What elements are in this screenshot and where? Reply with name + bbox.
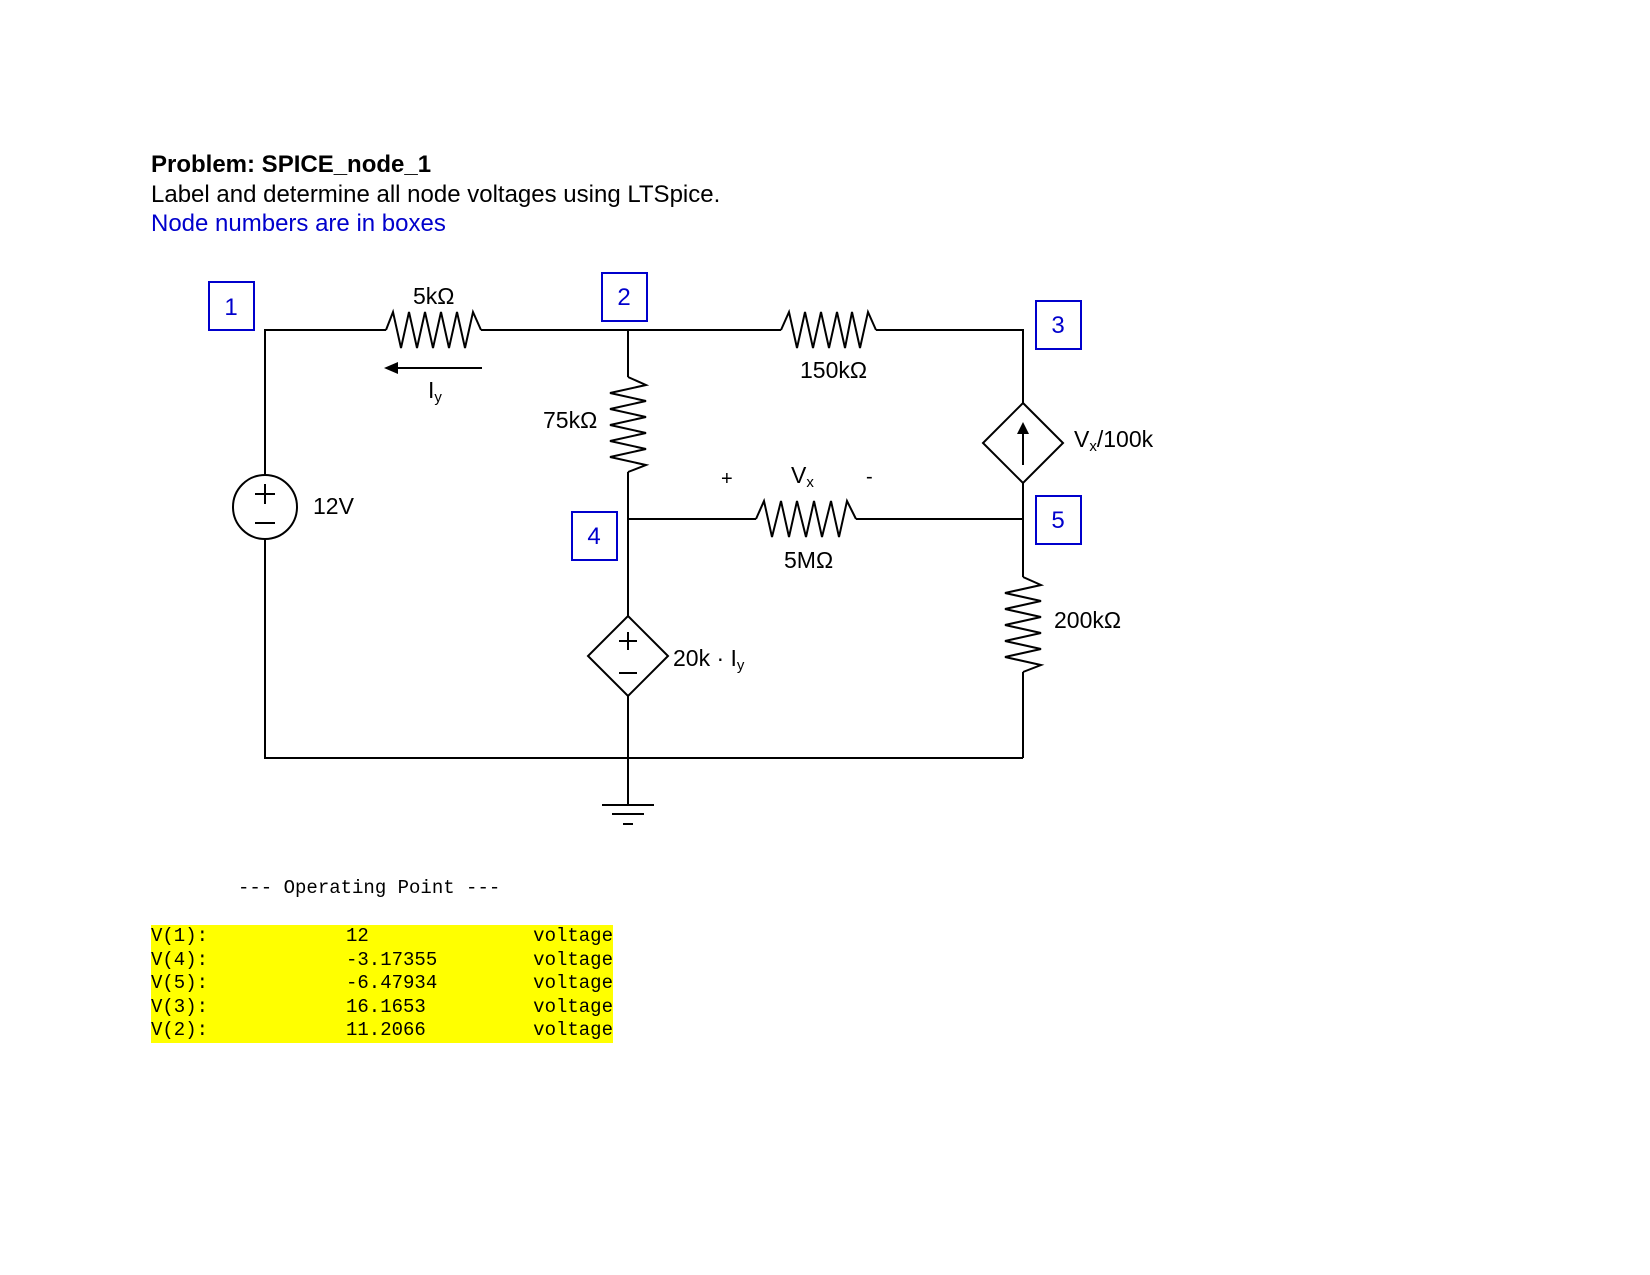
wires [264,329,1024,805]
node-box-3 [1035,300,1082,350]
wire-source-to-ground-rail [264,540,1023,759]
table-row: V(5): -6.47934 voltage [151,972,613,996]
node-value-cell: -6.47934 [346,972,438,995]
node-name-cell: V(2): [151,1019,209,1042]
circuit-diagram: 1 2 3 4 5 5kΩ 150kΩ 75kΩ 5MΩ 200kΩ 12V 2… [208,272,1154,825]
label-vx: Vx [791,462,814,491]
vccs-gain-text: V [1074,426,1090,452]
node-type-cell: voltage [533,925,613,947]
node-boxes [208,272,1082,561]
node-box-1 [208,281,255,331]
node-type-cell: voltage [533,972,613,995]
node-numbering-note: Node numbers are in boxes [151,210,446,237]
table-row: V(4): -3.17355 voltage [151,949,613,973]
ccvs-gain-subscript: y [737,657,745,674]
node-value-cell: -3.17355 [346,948,438,971]
table-row: V(1): 12 voltage [151,925,613,949]
problem-instructions: Label and determine all node voltages us… [151,181,721,208]
vx-plus-sign: + [721,468,733,490]
node-name-cell: V(1): [151,925,209,947]
node-label-3: 3 [1051,312,1064,339]
resistor-150k [780,308,877,349]
voltage-source-12v [232,474,298,540]
current-iy-subscript: y [434,389,442,406]
ground-symbol [602,804,654,825]
node-value-cell: 11.2066 [346,1019,426,1042]
label-12v: 12V [313,493,355,519]
node-box-5 [1035,495,1082,545]
dependent-current-source [981,401,1065,485]
resistor-5M [755,497,857,538]
label-75k: 75kΩ [543,407,597,433]
wire-150k-to-node3 [876,329,1024,403]
left-arrow-icon [384,362,398,374]
resistor-200k [1004,576,1045,673]
node-label-5: 5 [1051,507,1064,534]
node-type-cell: voltage [533,1019,613,1042]
label-current-iy: Iy [428,377,442,406]
wire-node1-to-5k [264,329,386,507]
node-label-1: 1 [224,294,237,321]
label-vccs: Vx/100k [1074,426,1154,455]
node-box-2 [601,272,648,322]
node-type-cell: voltage [533,948,613,971]
operating-point-table: V(1): 12 voltage V(4): -3.17355 voltage … [151,925,613,1043]
vx-minus-sign: - [866,466,873,488]
node-label-4: 4 [587,523,600,550]
operating-point-header: --- Operating Point --- [238,877,501,899]
label-5k: 5kΩ [413,283,455,309]
resistor-5k [385,308,482,349]
table-row: V(3): 16.1653 voltage [151,996,613,1020]
label-200k: 200kΩ [1054,607,1121,633]
vccs-gain-tail: /100k [1097,426,1154,452]
vx-text: V [791,462,807,488]
table-row: V(2): 11.2066 voltage [151,1019,613,1043]
ccvs-gain-text: 20k · I [673,645,737,671]
node-box-4 [571,511,618,561]
label-150k: 150kΩ [800,357,867,383]
node-value-cell: 12 [346,925,369,947]
node-value-cell: 16.1653 [346,995,426,1018]
problem-title: Problem: SPICE_node_1 [151,151,432,178]
vx-subscript: x [806,474,814,491]
vccs-gain-subscript: x [1089,438,1097,455]
node-label-2: 2 [617,284,630,311]
dependent-voltage-source [586,614,670,698]
label-ccvs: 20k · Iy [673,645,745,674]
node-name-cell: V(3): [151,995,209,1018]
node-type-cell: voltage [533,995,613,1018]
current-arrow-iy [384,362,482,374]
node-name-cell: V(4): [151,948,209,971]
resistor-75k [609,376,650,473]
current-iy-text: I [428,377,434,403]
label-5M: 5MΩ [784,547,833,573]
up-arrow-icon [1017,422,1029,434]
node-name-cell: V(5): [151,972,209,995]
